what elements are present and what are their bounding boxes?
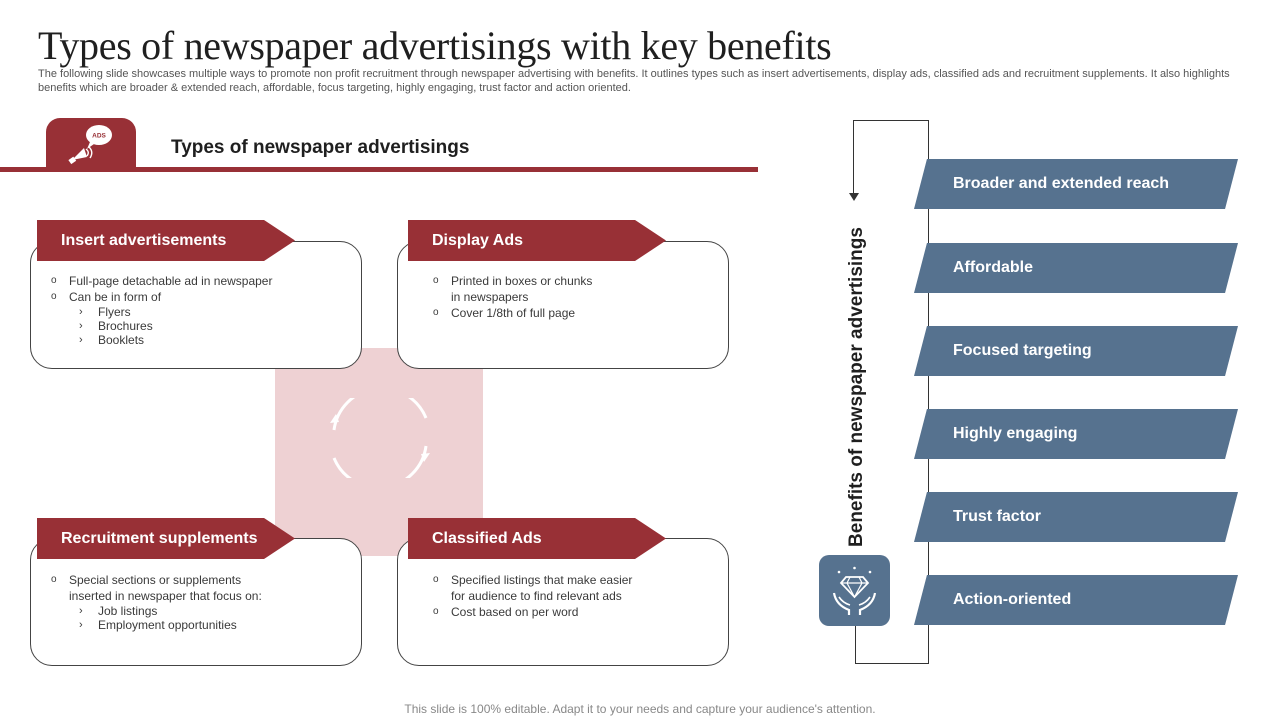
sub-list-item: ›Booklets: [79, 333, 145, 347]
diamond-hands-icon: [832, 566, 877, 615]
circle-bullet-icon: o: [51, 291, 57, 302]
chevron-bullet-icon: ›: [79, 320, 83, 332]
sub-list-item: ›Employment opportunities: [79, 618, 237, 632]
sub-list-item: ›Flyers: [79, 305, 131, 319]
circle-bullet-icon: o: [433, 275, 439, 286]
chevron-bullet-icon: ›: [79, 619, 83, 631]
card-header-classified-ads: Classified Ads: [408, 518, 666, 559]
card-insert-advertisements: [30, 241, 362, 369]
benefit-item: Broader and extended reach: [914, 159, 1238, 209]
bracket-bottom-stem: [855, 624, 856, 664]
footer-note: This slide is 100% editable. Adapt it to…: [404, 702, 876, 716]
section-divider: [0, 167, 758, 172]
circle-bullet-icon: o: [51, 574, 57, 585]
list-item-continuation: for audience to find relevant ads: [451, 589, 622, 603]
card-display-ads: [397, 241, 729, 369]
bracket-arrow-stem: [853, 120, 854, 196]
card-header-display-ads: Display Ads: [408, 220, 666, 261]
section-icon-tab: ADS: [46, 118, 136, 169]
circle-bullet-icon: o: [433, 606, 439, 617]
page-subtitle: The following slide showcases multiple w…: [38, 68, 1230, 94]
bracket-top-connector: [853, 120, 857, 121]
section-title: Types of newspaper advertisings: [171, 137, 470, 158]
card-header-recruitment-supplements: Recruitment supplements: [37, 518, 295, 559]
benefits-bracket: [855, 120, 929, 664]
card-header-insert-advertisements: Insert advertisements: [37, 220, 295, 261]
benefit-item: Highly engaging: [914, 409, 1238, 459]
circle-bullet-icon: o: [51, 275, 57, 286]
megaphone-ads-icon: ADS: [68, 125, 112, 165]
arrow-down-icon: [849, 193, 859, 201]
chevron-bullet-icon: ›: [79, 334, 83, 346]
ads-speech-label: ADS: [92, 133, 106, 140]
benefit-item: Action-oriented: [914, 575, 1238, 625]
list-item-continuation: inserted in newspaper that focus on:: [69, 589, 262, 603]
sub-list-item: ›Job listings: [79, 604, 158, 618]
chevron-bullet-icon: ›: [79, 605, 83, 617]
sub-list-item: ›Brochures: [79, 319, 153, 333]
list-item-continuation: in newspapers: [451, 290, 529, 304]
benefits-vertical-label: Benefits of newspaper advertisings: [846, 227, 867, 547]
cycle-arrows-icon: [330, 398, 430, 478]
benefit-item: Focused targeting: [914, 326, 1238, 376]
chevron-bullet-icon: ›: [79, 306, 83, 318]
benefit-item: Affordable: [914, 243, 1238, 293]
benefit-item: Trust factor: [914, 492, 1238, 542]
page-title: Types of newspaper advertisings with key…: [38, 23, 832, 68]
circle-bullet-icon: o: [433, 307, 439, 318]
circle-bullet-icon: o: [433, 574, 439, 585]
benefit-icon-box: [819, 555, 890, 626]
